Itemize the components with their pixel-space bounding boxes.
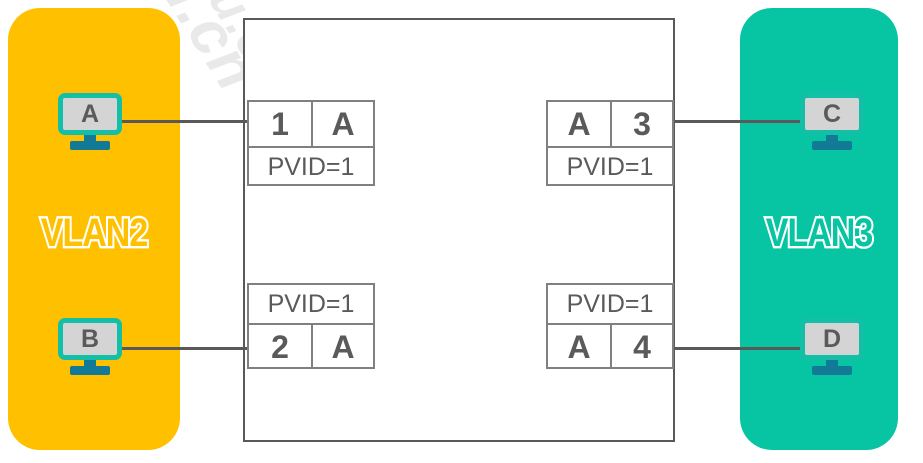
port-4-table: PVID=1 A 4 [546,283,674,369]
host-label: B [80,324,100,353]
monitor-screen: A [58,93,122,135]
port-2-pvid: PVID=1 [267,289,355,318]
port-3-pvid-row: PVID=1 [548,146,672,186]
host-label: D [822,324,842,353]
port-1-pvid-row: PVID=1 [249,146,373,186]
link-port-4-to-host-d [674,347,802,350]
host-c-computer-icon: C [800,93,864,151]
monitor-base [812,141,852,150]
host-d-computer-icon: D [800,318,864,376]
port-2-pvid-row: PVID=1 [249,285,373,323]
port-3-id-row: A 3 [548,102,672,146]
switch-body [243,18,675,442]
port-1-number: 1 [271,105,289,142]
vlan2-label: VLAN2 [39,208,150,258]
link-host-b-to-port-2 [120,347,248,350]
port-1-id-row: 1 A [249,102,373,146]
monitor-neck [84,135,96,142]
vlan2-panel: VLAN2 [8,8,180,450]
monitor-screen: D [800,318,864,360]
monitor-base [70,366,110,375]
port-3-pvid: PVID=1 [566,152,654,181]
vlan3-panel: VLAN3 [740,8,898,450]
port-2-tag: A [311,325,373,369]
port-3-table: A 3 PVID=1 [546,100,674,186]
vlan3-label: VLAN3 [764,208,875,258]
host-label: C [822,99,842,128]
host-a-computer-icon: A [58,93,122,151]
host-label: A [80,99,100,128]
monitor-neck [84,360,96,367]
port-3-tag: A [567,105,591,142]
port-1-table: 1 A PVID=1 [247,100,375,186]
monitor-base [812,366,852,375]
port-2-id-row: 2 A [249,323,373,369]
port-4-tag: A [567,328,591,365]
port-4-pvid: PVID=1 [566,289,654,318]
monitor-screen: C [800,93,864,135]
port-4-number: 4 [610,325,672,369]
port-1-tag: A [311,102,373,146]
host-b-computer-icon: B [58,318,122,376]
port-2-table: PVID=1 2 A [247,283,375,369]
port-4-pvid-row: PVID=1 [548,285,672,323]
port-4-id-row: A 4 [548,323,672,369]
monitor-neck [826,360,838,367]
monitor-screen: B [58,318,122,360]
port-1-pvid: PVID=1 [267,152,355,181]
port-3-number: 3 [610,102,672,146]
link-port-3-to-host-c [674,120,802,123]
monitor-base [70,141,110,150]
link-host-a-to-port-1 [120,120,248,123]
monitor-neck [826,135,838,142]
port-2-number: 2 [271,328,289,365]
